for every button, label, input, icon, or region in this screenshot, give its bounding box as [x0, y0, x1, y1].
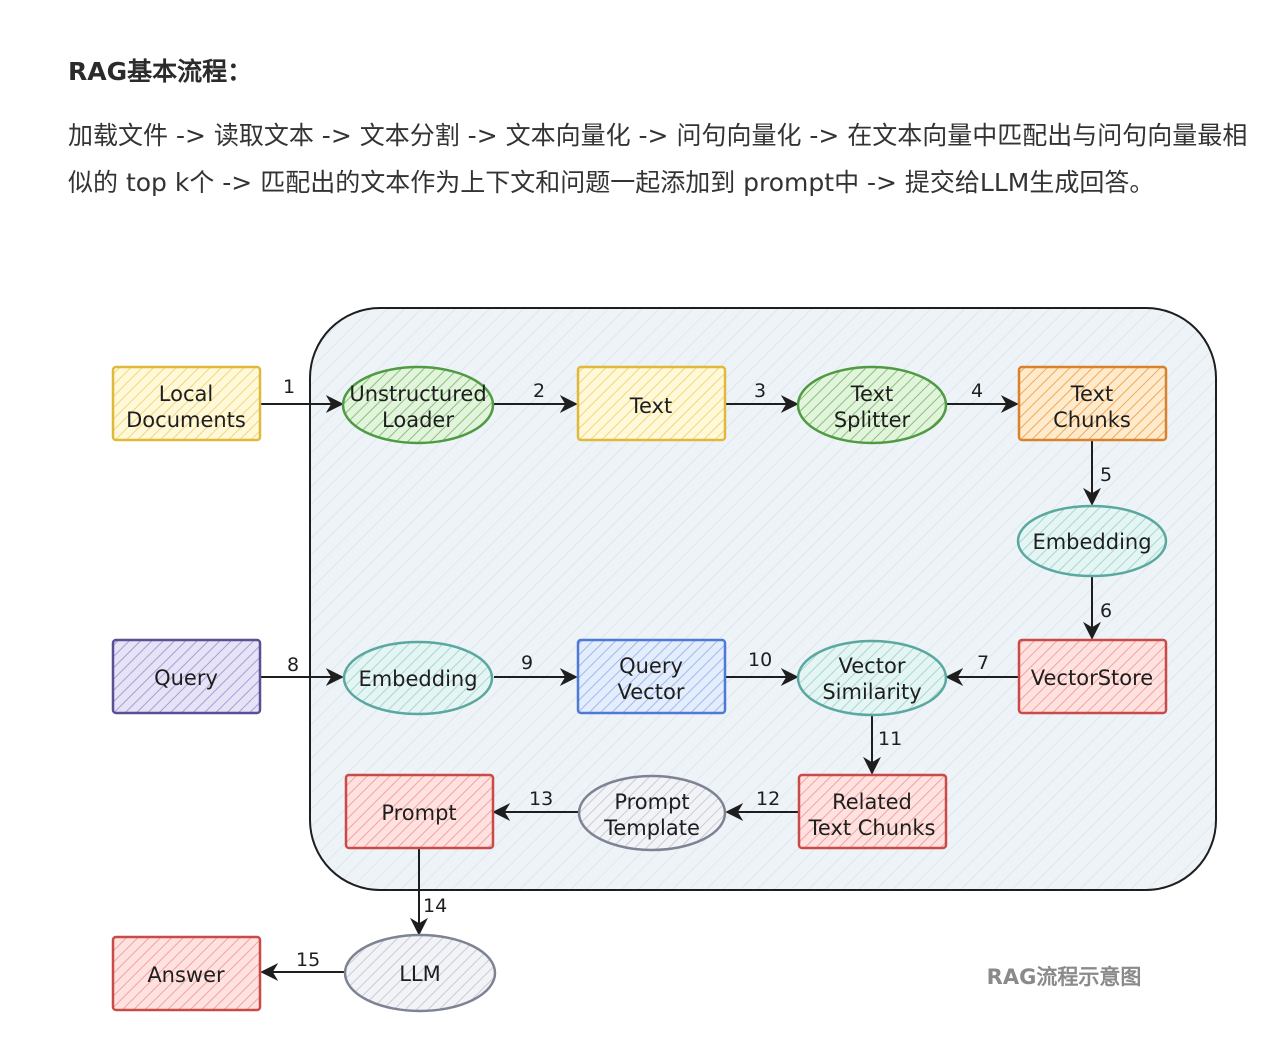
node-embedding-query: Embedding	[342, 640, 494, 716]
node-prompt-label: Prompt	[381, 801, 456, 825]
node-query-vector-label-2: Vector	[618, 680, 685, 704]
processing-container	[309, 307, 1217, 891]
node-query: Query	[111, 638, 262, 715]
node-local-documents: Local Documents	[111, 365, 262, 442]
edge-label-2: 2	[533, 380, 545, 402]
edge-label-4: 4	[971, 380, 983, 402]
node-vector-similarity-label-2: Similarity	[822, 680, 921, 704]
node-text-chunks-label-1: Text	[1070, 382, 1113, 406]
edges	[260, 395, 1101, 981]
node-prompt: Prompt	[344, 773, 495, 850]
node-related-text-chunks: Related Text Chunks	[797, 773, 948, 850]
node-embedding-doc-label: Embedding	[1032, 530, 1151, 554]
node-text-splitter-label-2: Splitter	[834, 408, 911, 432]
edge-label-5: 5	[1100, 464, 1112, 486]
node-text-splitter-label-1: Text	[850, 382, 893, 406]
node-vectorstore: VectorStore	[1017, 638, 1168, 715]
node-query-vector: Query Vector	[576, 638, 727, 715]
edge-label-12: 12	[756, 788, 780, 810]
node-llm-label: LLM	[399, 962, 441, 986]
edge-label-10: 10	[748, 649, 772, 671]
node-local-documents-label-2: Documents	[126, 408, 246, 432]
edge-label-9: 9	[521, 652, 533, 674]
edge-label-15: 15	[296, 949, 320, 971]
edge-label-6: 6	[1100, 600, 1112, 622]
node-embedding-query-label: Embedding	[358, 667, 477, 691]
edge-label-11: 11	[878, 728, 902, 750]
node-text-chunks-label-2: Chunks	[1053, 408, 1131, 432]
edge-label-13: 13	[529, 788, 553, 810]
node-vector-similarity: Vector Similarity	[796, 639, 948, 717]
node-llm: LLM	[343, 933, 497, 1013]
node-unstructured-loader: Unstructured Loader	[341, 365, 495, 445]
node-unstructured-loader-label-2: Loader	[382, 408, 454, 432]
node-vectorstore-label: VectorStore	[1031, 666, 1153, 690]
node-query-vector-label-1: Query	[619, 654, 683, 678]
section-heading: RAG基本流程：	[68, 57, 253, 86]
pipeline-description: 加载文件 -> 读取文本 -> 文本分割 -> 文本向量化 -> 问句向量化 -…	[68, 121, 1248, 197]
node-vector-similarity-label-1: Vector	[839, 654, 906, 678]
edge-label-1: 1	[283, 376, 295, 398]
node-text-label: Text	[629, 394, 672, 418]
node-query-label: Query	[154, 666, 218, 690]
node-prompt-template-label-1: Prompt	[614, 790, 689, 814]
edge-label-7: 7	[977, 652, 989, 674]
node-text-chunks: Text Chunks	[1017, 365, 1168, 442]
node-answer: Answer	[111, 935, 262, 1012]
edge-label-14: 14	[423, 895, 447, 917]
node-text-splitter: Text Splitter	[796, 365, 948, 445]
node-embedding-doc: Embedding	[1016, 504, 1168, 578]
edge-label-8: 8	[287, 654, 299, 676]
node-related-text-chunks-label-2: Text Chunks	[808, 816, 936, 840]
node-prompt-template-label-2: Template	[603, 816, 700, 840]
node-related-text-chunks-label-1: Related	[832, 790, 912, 814]
edge-label-3: 3	[754, 380, 766, 402]
node-unstructured-loader-label-1: Unstructured	[349, 382, 486, 406]
node-text: Text	[576, 365, 727, 442]
node-answer-label: Answer	[147, 963, 225, 987]
node-prompt-template: Prompt Template	[577, 774, 727, 852]
diagram-caption: RAG流程示意图	[987, 965, 1142, 989]
node-local-documents-label-1: Local	[159, 382, 213, 406]
